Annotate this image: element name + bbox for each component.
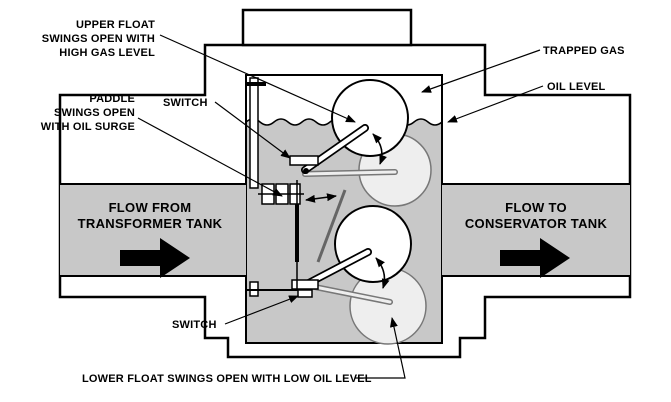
lower-float-motion-arrow xyxy=(375,257,390,289)
leader-lower-float xyxy=(355,317,406,379)
leader-trapped-gas xyxy=(421,49,541,93)
label-upper-float: UPPER FLOAT SWINGS OPEN WITH HIGH GAS LE… xyxy=(42,19,155,59)
flow-arrow-left xyxy=(120,238,190,278)
bottom-switch xyxy=(291,279,319,290)
label-flow-to-2: CONSERVATOR TANK xyxy=(465,216,608,231)
label-upper-float-2: SWINGS OPEN WITH xyxy=(42,33,155,45)
leader-oil-level xyxy=(447,85,544,123)
upper-float-motion-arrow xyxy=(372,133,387,165)
label-flow-to: FLOW TO CONSERVATOR TANK xyxy=(465,200,608,231)
label-upper-float-3: HIGH GAS LEVEL xyxy=(59,47,155,59)
label-flow-to-1: FLOW TO xyxy=(505,200,567,215)
label-upper-float-1: UPPER FLOAT xyxy=(76,19,155,31)
label-paddle-1: PADDLE xyxy=(89,93,135,105)
leader-switch-bottom xyxy=(224,295,299,325)
leader-switch-top xyxy=(214,101,291,159)
frame-post xyxy=(249,77,259,189)
label-switch-bottom: SWITCH xyxy=(172,319,217,331)
top-switch xyxy=(289,155,319,166)
paddle-swung xyxy=(316,189,347,263)
label-lower-float: LOWER FLOAT SWINGS OPEN WITH LOW OIL LEV… xyxy=(82,373,372,385)
label-paddle-2: SWINGS OPEN xyxy=(54,107,135,119)
label-flow-from: FLOW FROM TRANSFORMER TANK xyxy=(78,200,223,231)
label-paddle-3: WITH OIL SURGE xyxy=(41,121,135,133)
label-oil-level: OIL LEVEL xyxy=(547,81,606,93)
paddle-motion-arrow xyxy=(305,193,337,203)
leader-paddle xyxy=(137,117,283,197)
label-paddle: PADDLE SWINGS OPEN WITH OIL SURGE xyxy=(41,93,135,133)
label-switch-top: SWITCH xyxy=(163,97,208,109)
flow-arrow-right xyxy=(500,238,570,278)
label-trapped-gas: TRAPPED GAS xyxy=(543,45,625,57)
leader-upper-float xyxy=(159,34,356,123)
lower-float xyxy=(334,205,412,283)
top-cap xyxy=(241,8,413,47)
label-flow-from-2: TRANSFORMER TANK xyxy=(78,216,223,231)
label-flow-from-1: FLOW FROM xyxy=(109,200,192,215)
